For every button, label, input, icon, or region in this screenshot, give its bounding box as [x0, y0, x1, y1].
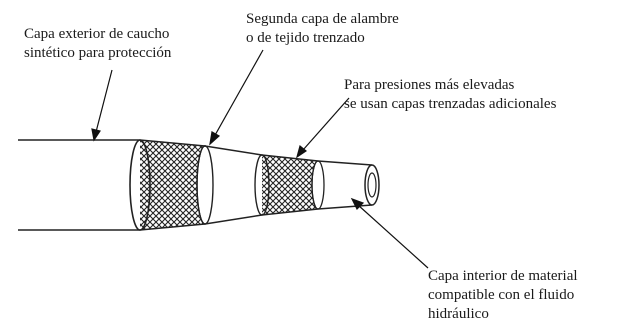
leader-inner-tube — [350, 197, 429, 269]
additional-braid-layer — [254, 154, 325, 216]
leader-lines — [91, 49, 429, 269]
inner-tube-label-line-1: Capa interior de material — [428, 268, 578, 284]
outer-cover — [18, 139, 140, 231]
leader-outer-cover — [91, 69, 113, 142]
second-layer-label: Segunda capa de alambre o de tejido tren… — [246, 10, 399, 48]
leader-additional-braid — [295, 97, 350, 159]
outer-cover-label-line-1: Capa exterior de caucho — [24, 26, 170, 42]
inner-tube-label-line-2: compatible con el fluido — [428, 287, 575, 303]
inner-tube — [311, 160, 380, 210]
additional-braid-label-line-2: se usan capas trenzadas adicionales — [344, 96, 557, 112]
second-layer-label-line-1: Segunda capa de alambre — [246, 11, 399, 27]
inner-tube-label: Capa interior de material compatible con… — [428, 267, 578, 324]
inner-bore — [367, 172, 377, 198]
additional-braid-label: Para presiones más elevadas se usan capa… — [344, 76, 556, 114]
outer-cover-label: Capa exterior de caucho sintético para p… — [24, 25, 171, 63]
second-layer-label-line-2: o de tejido trenzado — [246, 30, 365, 46]
additional-braid-label-line-1: Para presiones más elevadas — [344, 77, 515, 93]
outer-cover-label-line-2: sintético para protección — [24, 45, 172, 61]
leader-second-layer — [209, 49, 264, 146]
inner-tube-label-line-3: hidráulico — [428, 306, 489, 322]
intermediate-rubber-layer — [196, 145, 263, 225]
